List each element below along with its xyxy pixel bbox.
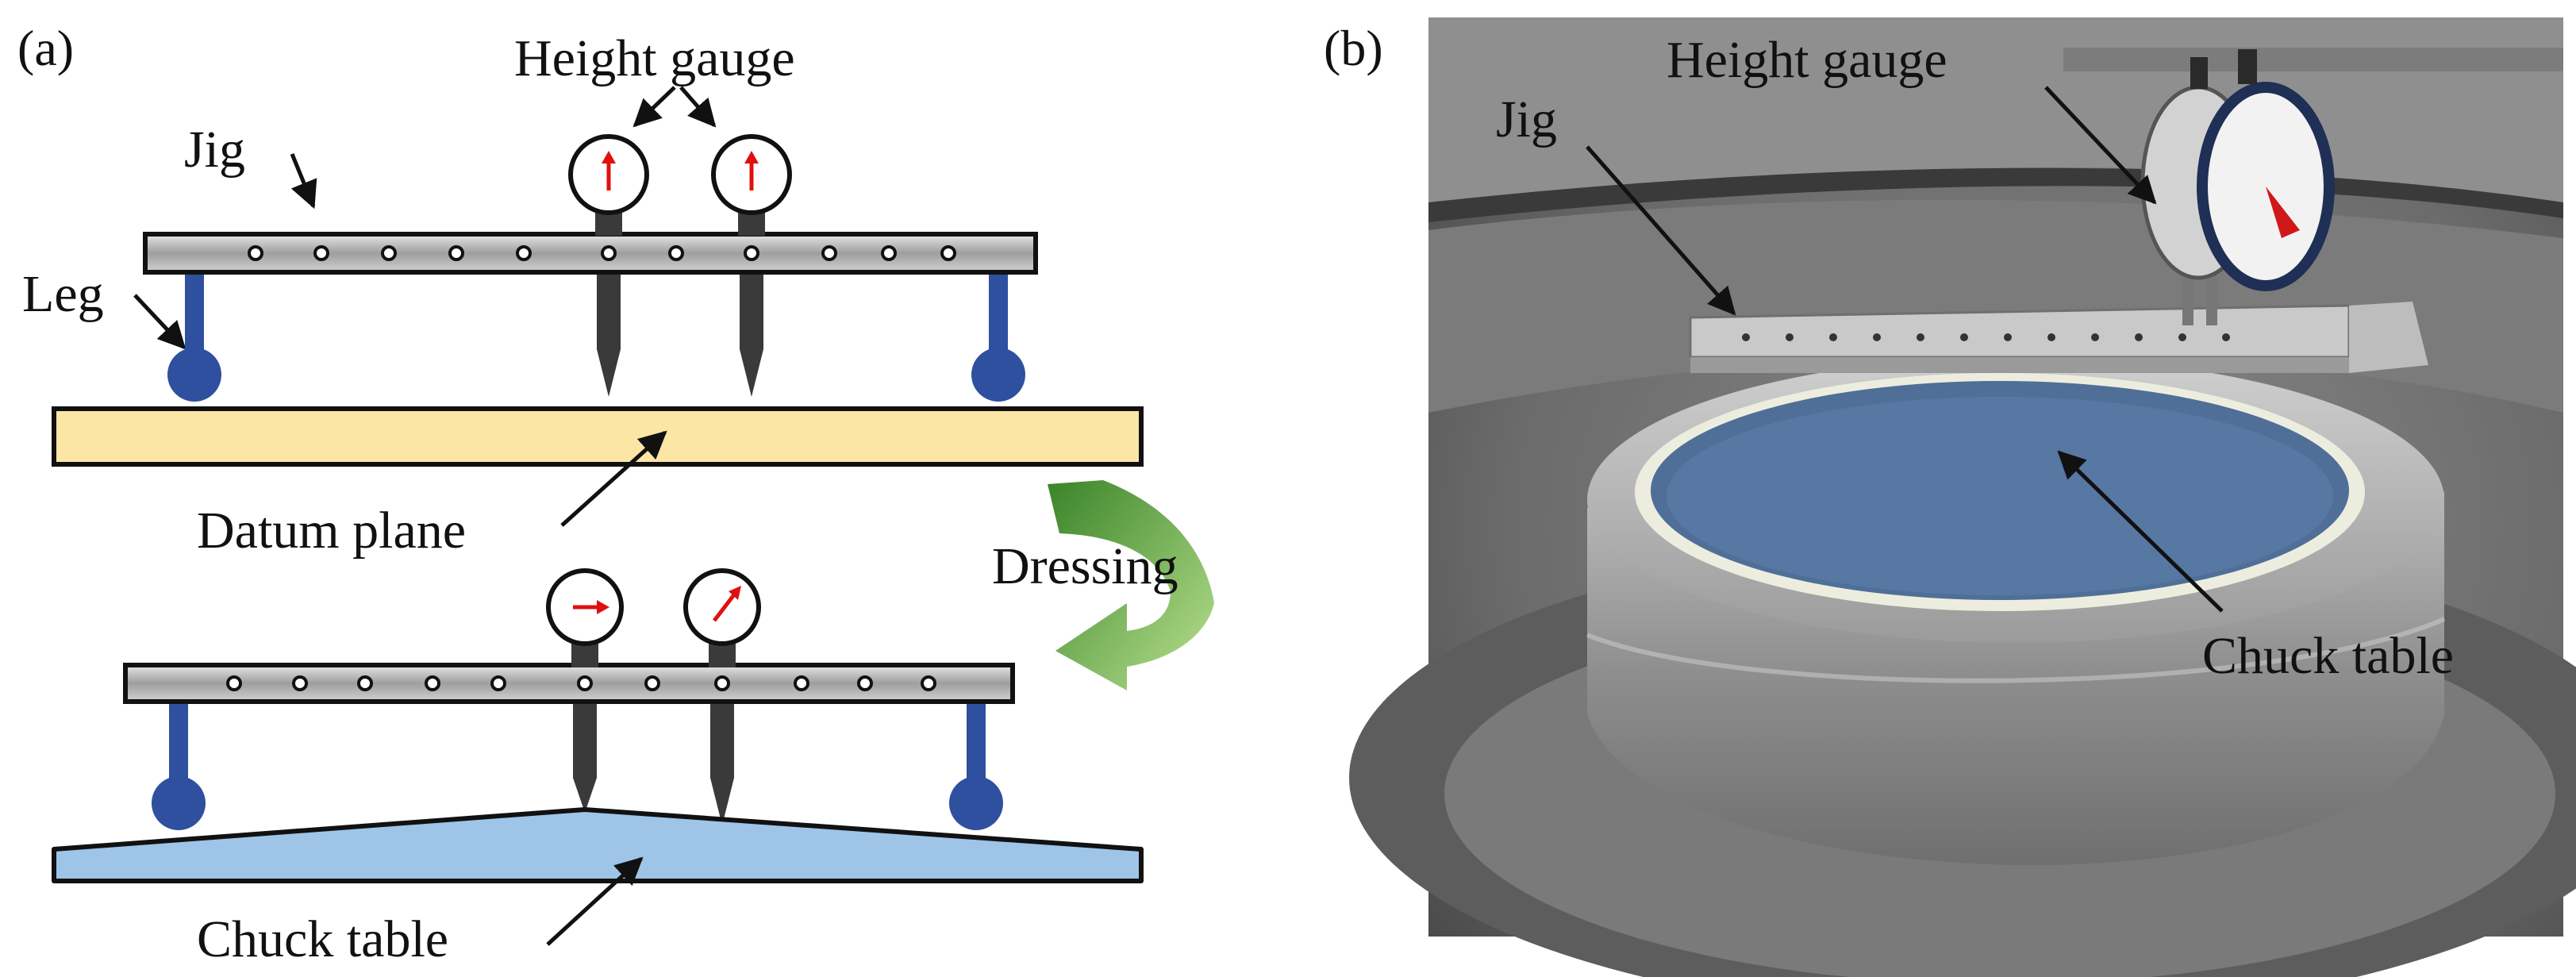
- panel-b: (b): [1324, 17, 2576, 977]
- height-gauge-pointer-arrow-b: [2044, 86, 2157, 205]
- leg-pointer-arrow: [133, 294, 186, 350]
- chuck-table-pointer-arrow-a: [546, 856, 644, 946]
- probe-1-top: [597, 270, 621, 397]
- chuck-table-pointer-arrow-b: [2057, 450, 2224, 613]
- jig-pointer-arrow-a: [290, 153, 317, 210]
- datum-plane-pointer-arrow: [560, 430, 667, 527]
- dial-gauge-icon: [711, 134, 792, 236]
- photo: [1349, 17, 2576, 977]
- right-leg-top: [971, 270, 1025, 402]
- dressing-label: Dressing: [992, 537, 1178, 595]
- chuck-table-label-b: Chuck table: [2202, 627, 2454, 685]
- height-gauge-label-a: Height gauge: [514, 29, 795, 87]
- dial-gauge-icon: [568, 134, 649, 236]
- panel-a: (a) Height gauge Jig Leg: [17, 20, 1214, 968]
- probe-1-bottom: [573, 698, 597, 813]
- curved-arrow-icon: [1048, 480, 1214, 690]
- datum-plane: [52, 406, 1144, 467]
- chuck-table-label-a: Chuck table: [197, 910, 448, 968]
- dial-gauge-icon: [546, 568, 624, 667]
- jig-label-a: Jig: [184, 121, 245, 179]
- jig-bar-top: [143, 232, 1038, 275]
- height-gauge-label-b: Height gauge: [1667, 31, 1947, 89]
- panel-b-label: (b): [1324, 20, 1383, 76]
- chuck-table-shape: [52, 807, 1144, 883]
- left-leg-bottom: [152, 698, 206, 830]
- height-gauge-pointer-arrows: [632, 86, 717, 128]
- jig-bar-bottom: [123, 663, 1015, 704]
- probe-2-top: [740, 270, 763, 397]
- dial-gauge-icon: [683, 568, 761, 667]
- jig-holes-top: [248, 245, 956, 261]
- panel-a-label: (a): [17, 20, 74, 76]
- datum-plane-label: Datum plane: [197, 502, 466, 560]
- leg-label: Leg: [22, 265, 104, 323]
- top-assembly: [143, 134, 1038, 402]
- bottom-assembly: [123, 568, 1015, 830]
- jig-label-b: Jig: [1496, 90, 1557, 148]
- probe-2-bottom: [710, 698, 734, 825]
- right-leg-bottom: [949, 698, 1003, 830]
- jig-pointer-arrow-b: [1586, 145, 1736, 316]
- left-leg-top: [167, 270, 221, 402]
- jig-holes-bottom: [226, 675, 936, 691]
